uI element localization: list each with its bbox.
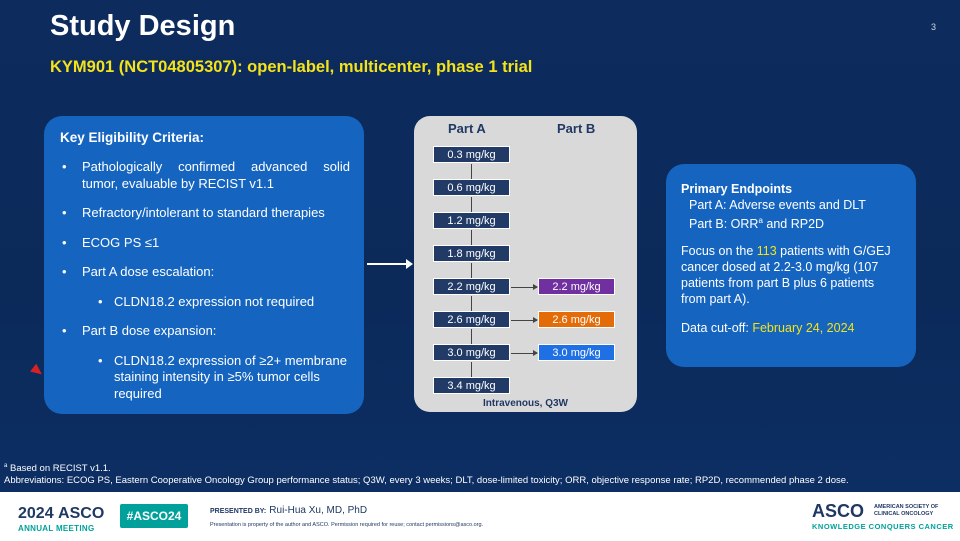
cursor-icon (30, 363, 45, 379)
part-a-dose-box: 3.4 mg/kg (433, 377, 510, 394)
escalation-connector (471, 164, 472, 179)
footnote: a Based on RECIST v1.1. (4, 463, 111, 475)
expansion-arrow-icon (511, 284, 538, 290)
part-a-dose-box: 0.3 mg/kg (433, 146, 510, 163)
endpoints-heading: Primary Endpoints (681, 182, 793, 196)
eligibility-panel: Key Eligibility Criteria: Pathologically… (44, 116, 364, 414)
eligibility-bullet: Pathologically confirmed advanced solid … (60, 159, 350, 192)
part-a-dose-box: 0.6 mg/kg (433, 179, 510, 196)
slide: Study Design 3 KYM901 (NCT04805307): ope… (0, 0, 960, 492)
eligibility-bullet: ECOG PS ≤1 (60, 235, 350, 252)
slide-subtitle: KYM901 (NCT04805307): open-label, multic… (50, 58, 533, 76)
part-a-dose-box: 2.6 mg/kg (433, 311, 510, 328)
asco-logo: ASCO AMERICAN SOCIETY OF CLINICAL ONCOLO… (812, 501, 954, 531)
eligibility-heading: Key Eligibility Criteria: (60, 130, 205, 145)
part-b-dose-box: 2.2 mg/kg (538, 278, 615, 295)
slide-number: 3 (930, 22, 936, 32)
eligibility-subbullet: CLDN18.2 expression not required (60, 294, 350, 311)
part-a-heading: Part A (448, 121, 486, 136)
expansion-arrow-icon (511, 350, 538, 356)
footer: 2024 ASCO ANNUAL MEETING #ASCO24 PRESENT… (0, 492, 960, 541)
part-a-dose-box: 3.0 mg/kg (433, 344, 510, 361)
abbreviations: Abbreviations: ECOG PS, Eastern Cooperat… (4, 475, 849, 486)
route-label: Intravenous, Q3W (482, 398, 568, 409)
endpoint-part-b: Part B: ORRa and RP2D (689, 216, 825, 232)
expansion-arrow-icon (511, 317, 538, 323)
eligibility-bullet: Refractory/intolerant to standard therap… (60, 205, 350, 222)
escalation-connector (471, 296, 472, 311)
data-cutoff: Data cut-off: February 24, 2024 (681, 321, 855, 336)
dose-schema-panel: Part A Part B Intravenous, Q3W 0.3 mg/kg… (414, 116, 637, 412)
part-b-heading: Part B (557, 121, 596, 136)
escalation-connector (471, 230, 472, 245)
eligibility-bullet: Part A dose escalation: (60, 264, 350, 281)
part-a-dose-box: 1.8 mg/kg (433, 245, 510, 262)
endpoints-panel: Primary Endpoints Part A: Adverse events… (666, 164, 916, 367)
part-a-dose-box: 2.2 mg/kg (433, 278, 510, 295)
escalation-connector (471, 329, 472, 344)
presenter: PRESENTED BY:Rui-Hua Xu, MD, PhD (210, 505, 368, 516)
permission-note: Presentation is property of the author a… (210, 522, 484, 528)
part-b-dose-box: 2.6 mg/kg (538, 311, 615, 328)
slide-title: Study Design (50, 10, 236, 42)
eligibility-subbullet: CLDN18.2 expression of ≥2+ membrane stai… (60, 353, 350, 403)
right-arrow-icon (367, 259, 413, 269)
escalation-connector (471, 263, 472, 278)
hashtag-badge: #ASCO24 (120, 504, 188, 528)
escalation-connector (471, 362, 472, 377)
escalation-connector (471, 197, 472, 212)
asco-annual-meeting-logo: 2024 ASCO ANNUAL MEETING (18, 505, 105, 533)
focus-text: Focus on the 113 patients with G/GEJ can… (681, 244, 891, 307)
endpoint-part-a: Part A: Adverse events and DLT (689, 198, 866, 212)
part-a-dose-box: 1.2 mg/kg (433, 212, 510, 229)
part-b-dose-box: 3.0 mg/kg (538, 344, 615, 361)
eligibility-bullet: Part B dose expansion: (60, 323, 350, 340)
